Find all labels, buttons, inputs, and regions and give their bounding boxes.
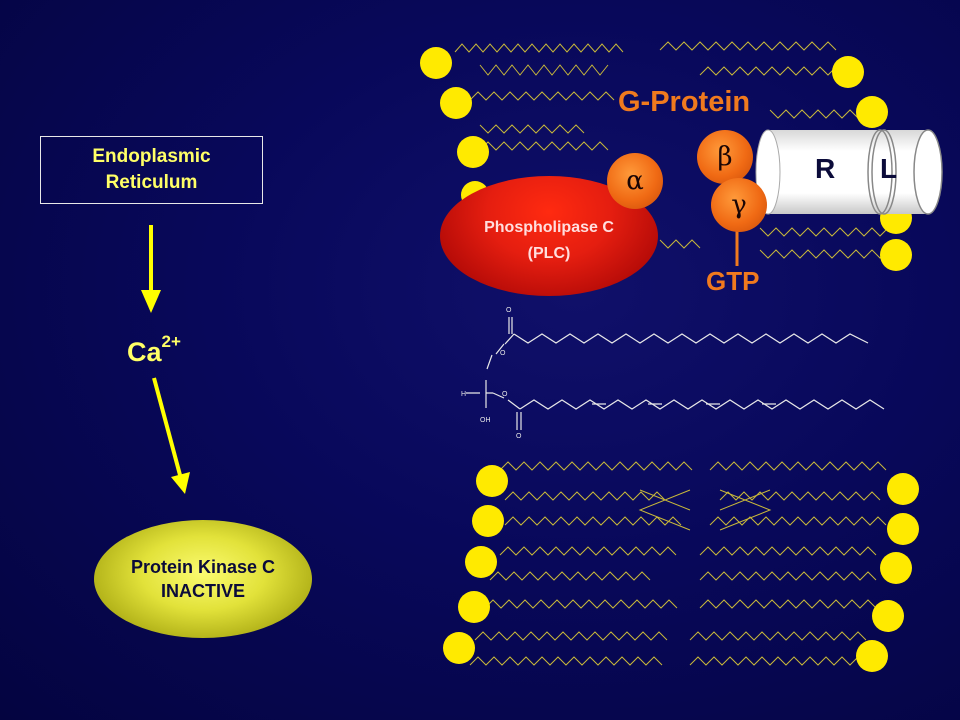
upper-membrane-tails (454, 41, 889, 259)
pkc-label-line2: INACTIVE (160, 581, 245, 601)
lipid-head (420, 47, 452, 79)
lipid-head (880, 239, 912, 271)
lipid-tail (479, 141, 609, 151)
lipid-tail (759, 249, 889, 259)
calcium-symbol: Ca (127, 337, 162, 367)
lipid-tail (499, 461, 693, 471)
gtp-label: GTP (706, 266, 760, 296)
dag-atom-h: H (461, 391, 466, 398)
calcium-to-pkc-arrow (152, 377, 190, 494)
lipid-head (832, 56, 864, 88)
protein-kinase-c-ellipse: Protein Kinase C INACTIVE (94, 520, 312, 638)
dag-atom-o: O (506, 307, 512, 314)
lipid-head (856, 96, 888, 128)
dag-atom-labels: O O O O H OH (461, 307, 522, 440)
lipid-tail (719, 489, 772, 531)
lipid-head (880, 552, 912, 584)
lipid-tail (504, 516, 682, 526)
lipid-tail (689, 631, 867, 641)
lipid-tail (699, 571, 877, 581)
dag-molecule (466, 317, 885, 430)
lipid-tail (659, 41, 837, 51)
endoplasmic-reticulum-box: Endoplasmic Reticulum (40, 136, 263, 204)
lipid-tail (489, 571, 651, 581)
lipid-tail (454, 43, 624, 53)
lipid-tail (769, 109, 867, 119)
alpha-symbol: α (626, 166, 644, 196)
g-protein-label: G-Protein (618, 86, 751, 118)
lipid-head (472, 505, 504, 537)
lipid-tail (689, 656, 867, 666)
lipid-head (440, 87, 472, 119)
lipid-tail (759, 227, 889, 237)
dag-atom-o: O (516, 433, 522, 440)
lipid-tail (479, 124, 585, 134)
dag-atom-oh: OH (480, 417, 491, 424)
lipid-head (457, 136, 489, 168)
receptor-cylinder (755, 129, 943, 215)
lipid-tail (709, 461, 887, 471)
ligand-l-label: L (880, 153, 898, 184)
lipid-tail (479, 64, 609, 76)
lipid-tail (469, 91, 615, 101)
lipid-tail (699, 66, 845, 76)
lipid-head (887, 513, 919, 545)
lower-membrane-heads (443, 465, 919, 672)
lipid-head (872, 600, 904, 632)
lipid-tail (719, 491, 881, 501)
lipid-tail (699, 599, 877, 609)
lipid-head (443, 632, 475, 664)
lipid-head (465, 546, 497, 578)
pkc-label-line1: Protein Kinase C (130, 557, 276, 577)
lipid-tail (659, 239, 701, 249)
er-to-calcium-arrow (141, 225, 161, 313)
plc-label-line1: Phospholipase C (484, 219, 614, 236)
gamma-symbol: γ (731, 190, 747, 220)
dag-atom-o: O (500, 350, 506, 357)
lipid-tail (484, 599, 678, 609)
lipid-tail (499, 546, 677, 556)
lipid-tail (504, 491, 666, 501)
g-protein-alpha-subunit: α (607, 153, 663, 209)
lipid-tail (469, 656, 663, 666)
lipid-tail (638, 489, 691, 531)
lipid-head (476, 465, 508, 497)
er-label-line2: Reticulum (105, 172, 198, 193)
lipid-tail (474, 631, 668, 641)
lipid-head (887, 473, 919, 505)
lipid-head (856, 640, 888, 672)
lipid-head (458, 591, 490, 623)
g-protein-gamma-subunit: γ (711, 178, 767, 232)
lipid-tail (719, 489, 771, 511)
lower-membrane-tails (469, 461, 887, 666)
beta-symbol: β (717, 142, 733, 172)
calcium-charge: 2+ (161, 332, 181, 351)
lipid-tail (639, 489, 691, 511)
lipid-tail (699, 546, 877, 556)
receptor-r-label: R (815, 153, 836, 184)
dag-atom-o: O (502, 391, 508, 398)
calcium-ion-label: Ca2+ (127, 332, 181, 368)
plc-label-line2: (PLC) (527, 245, 571, 262)
er-label-line1: Endoplasmic (92, 146, 211, 167)
g-protein-beta-subunit: β (697, 130, 753, 184)
